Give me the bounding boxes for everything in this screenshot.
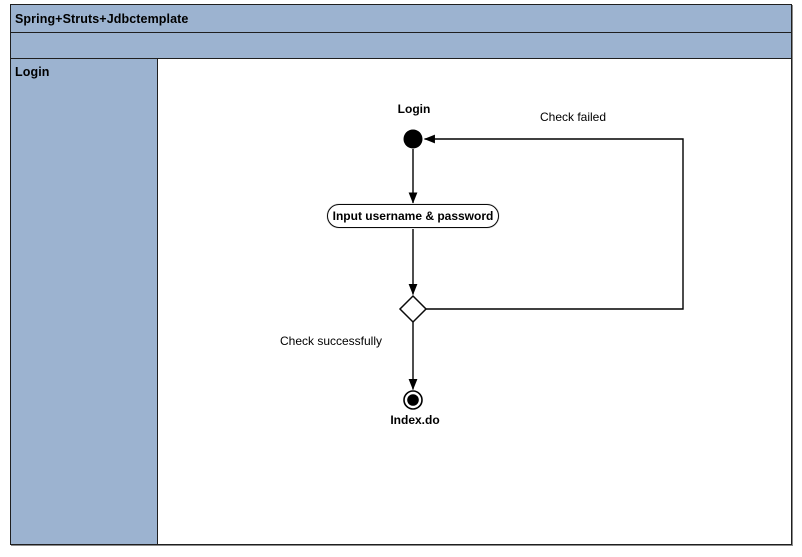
diagram-title: Spring+Struts+Jdbctemplate bbox=[15, 11, 189, 26]
diagram-canvas: Login Input username & password Check fa… bbox=[158, 59, 791, 544]
start-node bbox=[403, 129, 423, 149]
swimlane-label: Login bbox=[15, 65, 50, 79]
check-successfully-label: Check successfully bbox=[279, 334, 383, 348]
start-node-label: Login bbox=[397, 102, 431, 116]
activity-node: Input username & password bbox=[327, 204, 499, 228]
diagram-body: Login bbox=[11, 59, 791, 544]
check-failed-label: Check failed bbox=[539, 110, 607, 124]
swimlane-header: Login bbox=[11, 59, 158, 544]
end-node bbox=[403, 390, 423, 410]
title-bar: Spring+Struts+Jdbctemplate bbox=[11, 5, 791, 33]
subtitle-bar bbox=[11, 33, 791, 59]
end-node-label: Index.do bbox=[390, 413, 440, 427]
activity-diagram-frame: Spring+Struts+Jdbctemplate Login bbox=[10, 4, 792, 545]
decision-node bbox=[398, 294, 428, 324]
connector-layer bbox=[398, 129, 684, 410]
flow-check-failed bbox=[423, 134, 684, 310]
